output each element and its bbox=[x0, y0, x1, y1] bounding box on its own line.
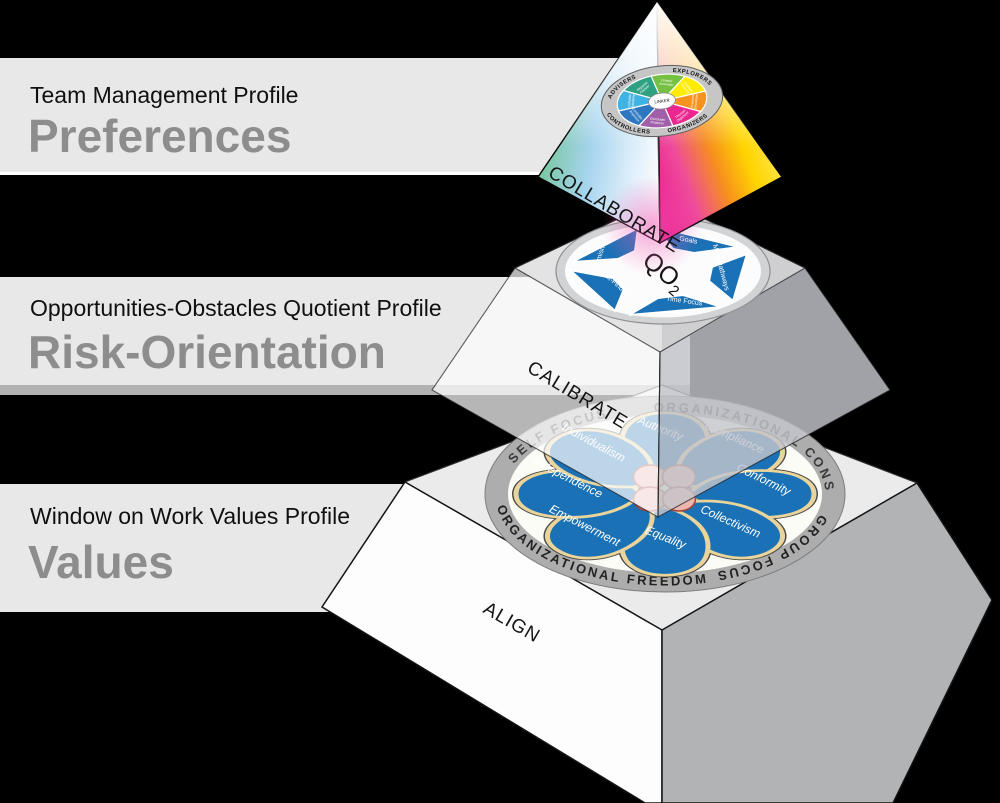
svg-text:AssessorDeveloper: AssessorDeveloper bbox=[690, 92, 699, 109]
svg-text:ConcluderProducer: ConcluderProducer bbox=[649, 117, 666, 126]
band-preferences-eyebrow: Team Management Profile bbox=[30, 82, 298, 108]
values-left-face bbox=[320, 480, 663, 803]
tmp-linker-label: LINKER bbox=[654, 98, 670, 105]
qo2-multipathways-segment bbox=[707, 252, 749, 303]
svg-text:UpholderMaintainer: UpholderMaintainer bbox=[627, 92, 636, 109]
band-risk-eyebrow: Opportunities-Obstacles Quotient Profile bbox=[30, 295, 442, 321]
band-values-title: Values bbox=[28, 536, 174, 588]
tmp-linker-hub bbox=[648, 92, 676, 110]
band-risk-shadow bbox=[0, 385, 690, 395]
qo2-timefocus-segment bbox=[628, 293, 723, 316]
band-risk-title: Risk-Orientation bbox=[28, 326, 386, 378]
qo2-faultfinding-segment bbox=[566, 268, 626, 313]
tmp-pyramid-front-edge bbox=[657, 136, 661, 243]
band-preferences bbox=[0, 58, 662, 175]
band-values-eyebrow: Window on Work Values Profile bbox=[30, 503, 350, 529]
tmp-slice bbox=[622, 75, 664, 102]
band-preferences-title: Preferences bbox=[28, 110, 291, 162]
svg-text:CreatorInnovator: CreatorInnovator bbox=[659, 78, 675, 87]
values-right-face bbox=[661, 481, 993, 803]
tmp-pyramid-pink-glow bbox=[602, 176, 702, 276]
band-divider bbox=[0, 172, 662, 175]
tmp-slices bbox=[616, 73, 708, 129]
